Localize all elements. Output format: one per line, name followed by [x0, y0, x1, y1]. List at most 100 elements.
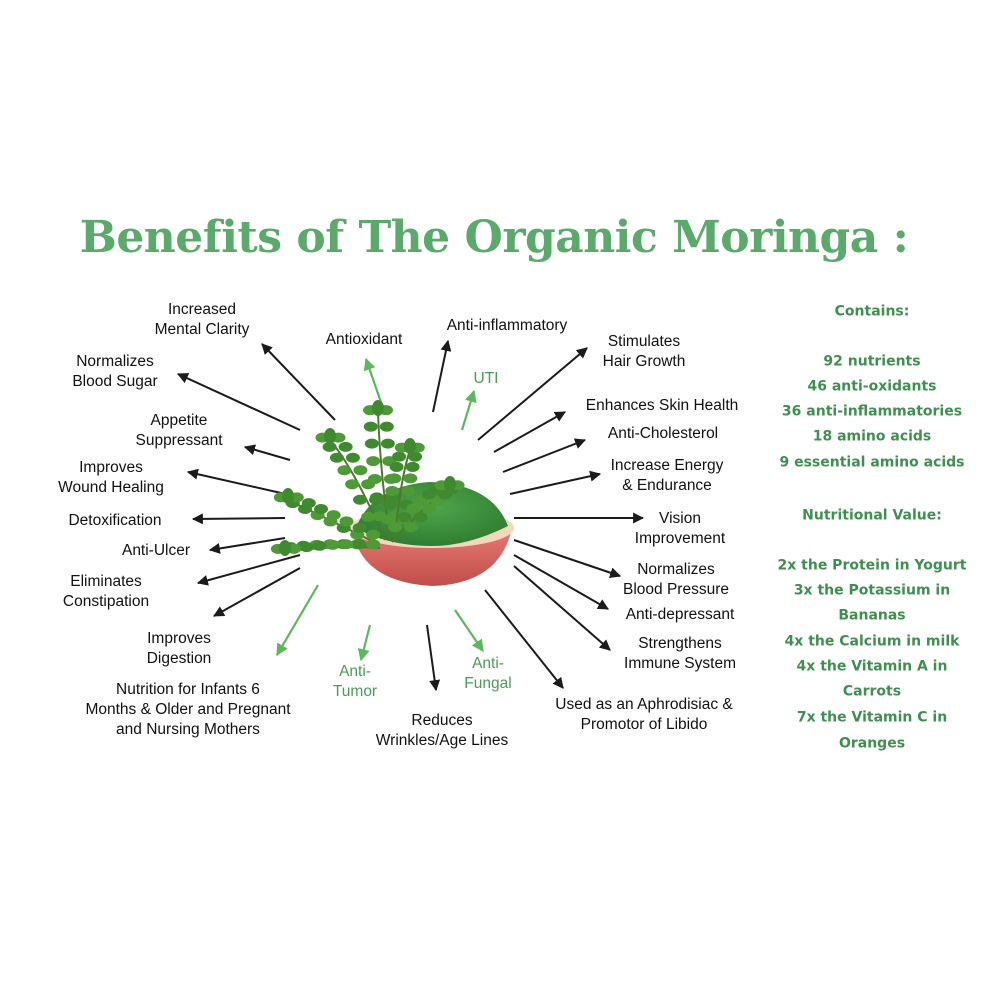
moringa-leaflet — [401, 485, 416, 496]
arrow-reduces-wrinkles — [426, 624, 441, 692]
moringa-leaflet — [353, 494, 368, 505]
arrow-antioxidant — [363, 357, 385, 409]
nutritional-value-item: 7x the Vitamin C in — [796, 709, 948, 726]
moringa-leaflet — [387, 522, 402, 533]
arrow-group — [177, 339, 645, 692]
nutritional-value-item: Oranges — [838, 735, 906, 752]
moringa-leaflet — [279, 540, 291, 556]
moringa-leaflet — [338, 539, 353, 550]
contains-item: 9 essential amino acids — [779, 454, 965, 471]
arrow-improves-digestion — [213, 567, 301, 617]
nutritional-value-heading: Nutritional Value: — [802, 507, 942, 524]
nutritional-value-item: 2x the Protein in Yogurt — [777, 557, 967, 574]
arrow-improves-wound-healing — [186, 468, 291, 496]
benefit-label-anti-inflammatory: Anti-inflammatory — [446, 317, 568, 334]
moringa-leaflet — [352, 539, 367, 550]
moringa-leaflet — [385, 485, 400, 496]
moringa-leaflet — [366, 456, 381, 467]
contains-heading: Contains: — [834, 303, 910, 320]
nutritional-value-item: 4x the Vitamin A in — [796, 658, 948, 675]
moringa-leaflet — [338, 441, 353, 452]
arrow-anti-fungal — [357, 624, 372, 662]
contains-item: 18 amino acids — [812, 428, 932, 445]
arrow-anti-ulcer — [208, 537, 286, 554]
benefit-label-antioxidant: Antioxidant — [325, 331, 403, 348]
moringa-leaflet — [367, 474, 382, 485]
arrow-strengthens-immune-system — [513, 565, 611, 651]
nutritional-value-item: Bananas — [838, 607, 906, 624]
moringa-leaflet — [364, 438, 379, 449]
benefit-label-uti: UTI — [473, 370, 499, 387]
arrow-eliminates-constipation — [196, 554, 301, 586]
moringa-leaflet — [372, 400, 384, 416]
moringa-leaflet — [444, 476, 456, 492]
nutritional-value-item: Carrots — [842, 683, 902, 700]
moringa-leaflet — [389, 461, 404, 472]
moringa-leaflet — [408, 451, 423, 462]
moringa-leaflet — [299, 542, 314, 553]
page-title: Benefits of The Organic Moringa : — [79, 212, 909, 263]
moringa-leaflet — [361, 511, 376, 522]
moringa-leaflet — [387, 473, 402, 484]
nutritional-value-item: 4x the Calcium in milk — [784, 633, 960, 650]
contains-item: 46 anti-oxidants — [807, 378, 937, 395]
arrow-increase-energy — [509, 470, 602, 495]
moringa-leaflet — [312, 540, 327, 551]
arrow-anti-inflammatory — [432, 339, 452, 413]
moringa-leaflet — [366, 539, 381, 550]
moringa-leaflet — [380, 438, 395, 449]
moringa-leaflet — [403, 473, 418, 484]
moringa-leaflet — [345, 452, 360, 463]
moringa-leaves-illustration — [270, 400, 465, 556]
benefit-label-anti-tumor: Anti-Tumor — [332, 663, 378, 700]
moringa-leaflet — [369, 492, 384, 503]
arrow-aphrodisiac — [484, 589, 564, 689]
moringa-leaflet — [345, 479, 360, 490]
moringa-leaflet — [329, 452, 344, 463]
moringa-leaflet — [324, 428, 336, 444]
moringa-leaflet — [325, 539, 340, 550]
moringa-leaflet — [379, 421, 394, 432]
moringa-leaflet — [337, 465, 352, 476]
benefit-label-anti-fungal: Anti-Fungal — [464, 655, 512, 692]
moringa-leaflet — [352, 522, 367, 533]
moringa-leaflet — [397, 512, 412, 523]
moringa-leaflet — [404, 438, 416, 454]
moringa-leaflet — [339, 516, 354, 527]
moringa-leaflet — [366, 529, 381, 540]
arrow-anti-depressant — [513, 554, 609, 610]
contains-item: 92 nutrients — [823, 353, 921, 370]
benefit-label-increase-energy: Increase Energy& Endurance — [610, 457, 724, 494]
moringa-leaflet — [322, 441, 337, 452]
contains-item: 36 anti-inflammatories — [781, 403, 963, 420]
arrow-nutrition-for-infants — [454, 609, 484, 652]
moringa-leaflet — [301, 498, 316, 509]
arrow-normalizes-blood-pressure — [513, 539, 622, 579]
benefit-label-enhances-skin-health: Enhances Skin Health — [585, 397, 739, 414]
moringa-leaflet — [282, 488, 294, 504]
moringa-leaflet — [392, 451, 407, 462]
benefit-label-anti-cholesterol: Anti-Cholesterol — [607, 425, 719, 442]
arrow-uti — [460, 389, 477, 431]
moringa-leaflet — [326, 510, 341, 521]
moringa-leaflet — [406, 503, 421, 514]
arrow-increased-mental-clarity — [261, 343, 336, 421]
arrow-anti-tumor — [276, 584, 319, 657]
benefit-label-anti-ulcer: Anti-Ulcer — [121, 542, 191, 559]
moringa-leaflet — [405, 461, 420, 472]
moringa-leaflet — [363, 421, 378, 432]
moringa-leaflet — [381, 514, 396, 525]
benefit-label-detoxification: Detoxification — [68, 512, 162, 529]
arrow-detoxification — [191, 513, 286, 525]
benefit-label-anti-depressant: Anti-depressant — [625, 606, 735, 623]
